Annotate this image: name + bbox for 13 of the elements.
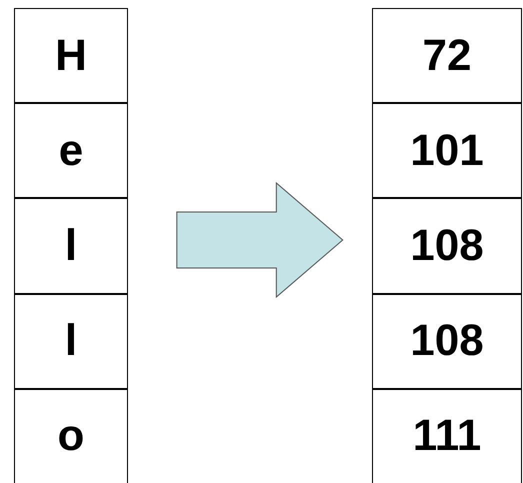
table-cell: H xyxy=(15,9,127,104)
table-cell: e xyxy=(15,104,127,200)
table-cell: 108 xyxy=(373,294,521,390)
table-cell: o xyxy=(15,390,127,483)
table-cell: 101 xyxy=(373,104,521,200)
column-box xyxy=(372,8,522,483)
column-box xyxy=(14,8,128,483)
block-arrow xyxy=(176,182,344,298)
table-cell: 111 xyxy=(373,390,521,483)
table-cell: l xyxy=(15,199,127,295)
table-cell: 108 xyxy=(373,199,521,295)
table-cell: l xyxy=(15,294,127,390)
table-cell: 72 xyxy=(373,9,521,104)
